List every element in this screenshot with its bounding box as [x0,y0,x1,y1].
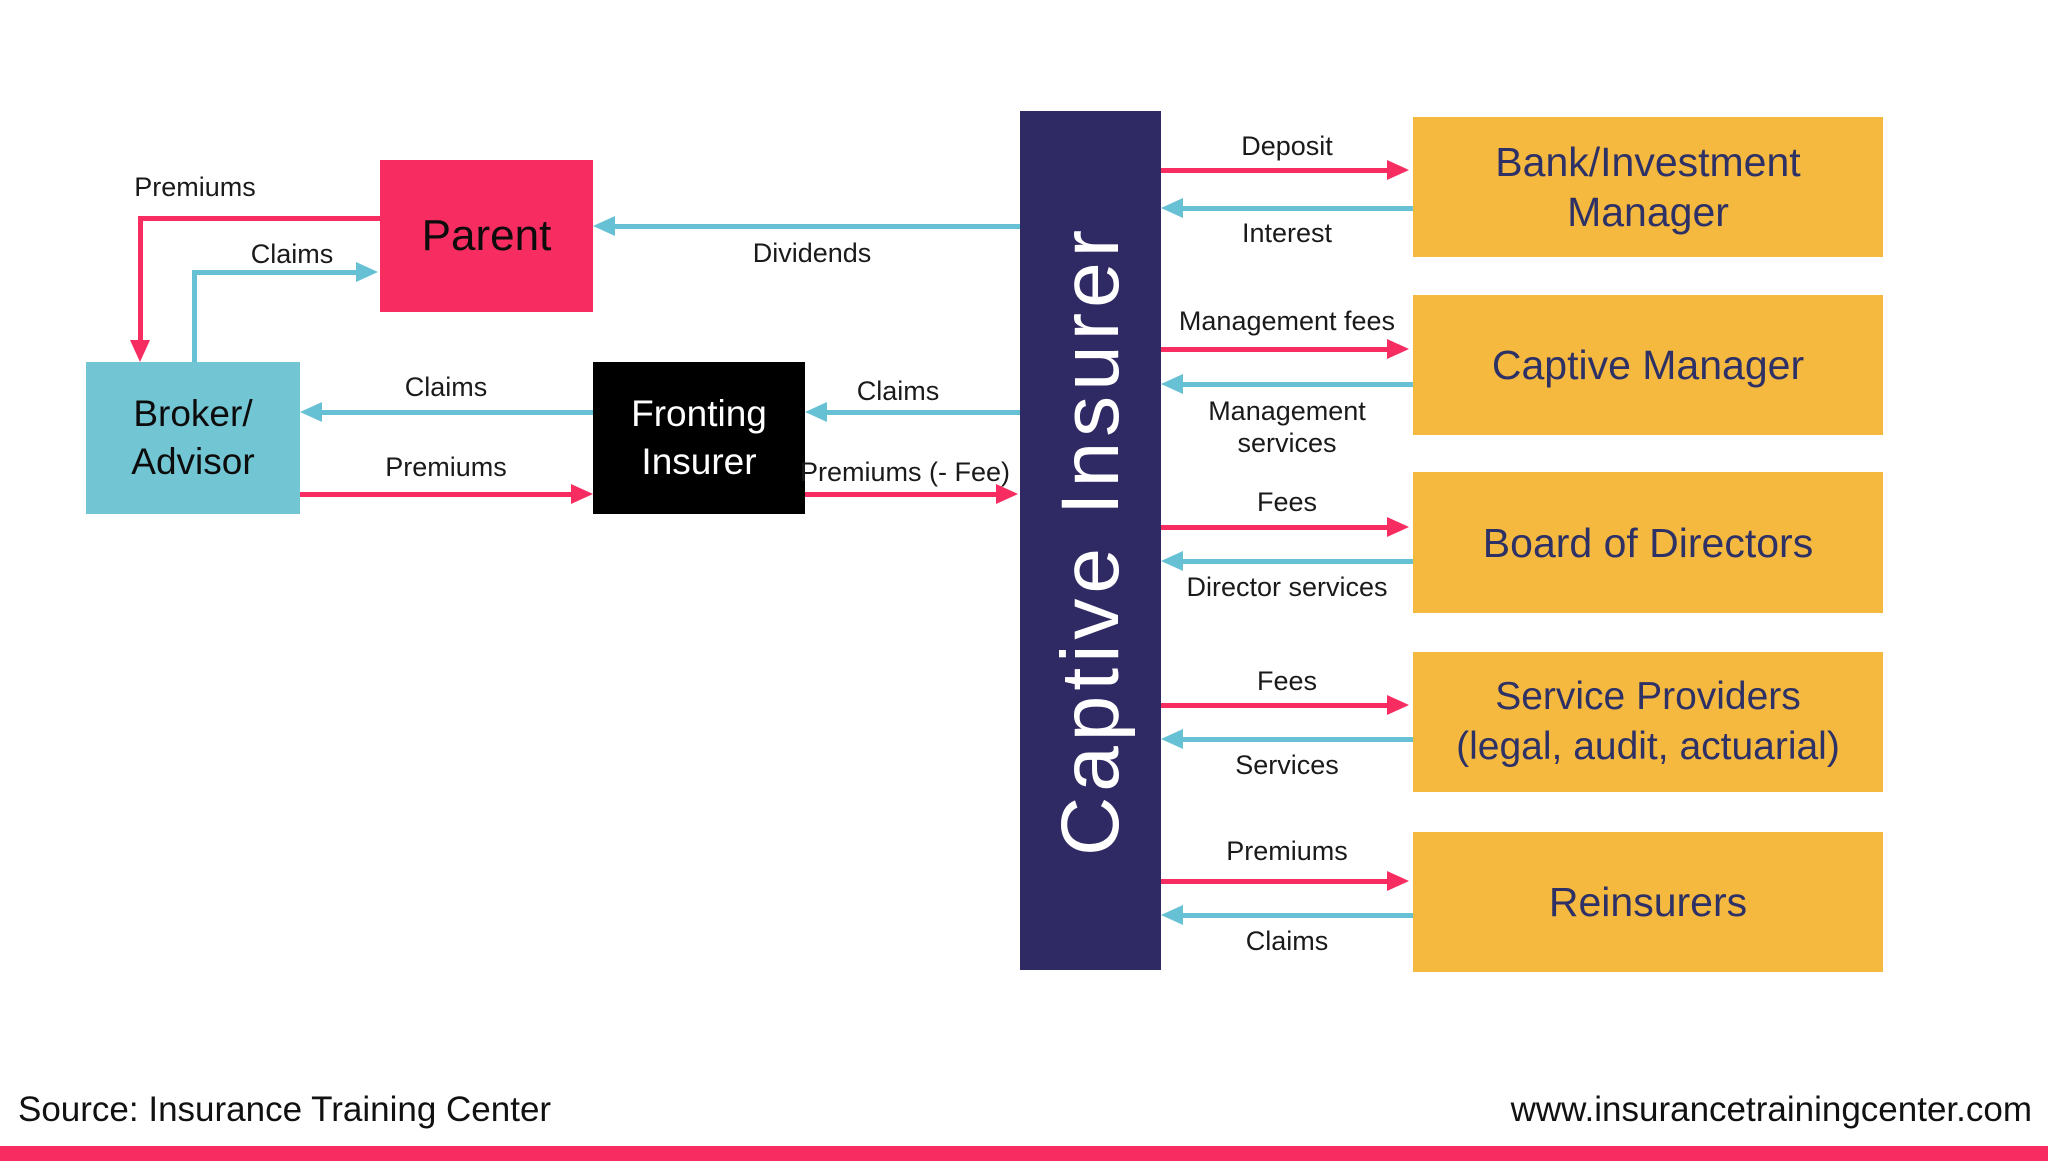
node-fronting-label-line2: Insurer [641,441,757,482]
claims-reinsurers-label: Claims [1245,926,1329,956]
deposit-label: Deposit [1241,131,1333,161]
fees-service-providers-label: Fees [1256,666,1318,696]
claims-reinsurers-arrowhead-left-icon [1161,905,1183,925]
director-services-line [1183,559,1413,564]
premiums-reinsurers-line [1161,879,1389,884]
node-bank-label-line1: Bank/Investment [1495,139,1801,185]
node-fronting-label-line1: Fronting [631,393,767,434]
dividends-line [613,224,1020,229]
fees-service-providers-arrowhead-right-icon [1387,695,1409,715]
node-parent-label: Parent [421,211,552,260]
claims-captive-fronting-line [825,410,1020,415]
premiums-broker-fronting-arrowhead-right-icon [571,484,593,504]
bottom-accent-bar [0,1146,2048,1161]
dividends-label: Dividends [752,238,872,268]
premiums-parent-broker-line-horizontal [138,216,383,221]
premiums-reinsurers-arrowhead-right-icon [1387,871,1409,891]
claims-fronting-broker-arrowhead-left-icon [300,402,322,422]
fees-board-arrowhead-right-icon [1387,517,1409,537]
director-services-arrowhead-left-icon [1161,551,1183,571]
premiums-parent-broker-arrowhead-down-icon [130,340,150,362]
claims-reinsurers-line [1183,913,1413,918]
node-captive-insurer: Captive Insurer [1020,111,1161,970]
management-services-label-line2: services [1237,428,1337,458]
claims-captive-fronting-label: Claims [856,376,940,406]
node-parent: Parent [380,160,593,312]
fees-board-line [1161,525,1389,530]
services-label: Services [1235,750,1339,780]
management-services-label-line1: Management [1208,396,1366,426]
node-broker-label-line2: Advisor [131,441,255,482]
claims-fronting-broker-line [320,410,593,415]
management-fees-label: Management fees [1178,306,1396,336]
node-captive-manager-label: Captive Manager [1491,342,1805,388]
node-service-providers: Service Providers (legal, audit, actuari… [1413,652,1883,792]
premiums-reinsurers-label: Premiums [1226,836,1348,866]
premiums-broker-fronting-label: Premiums [385,452,507,482]
footer-source-text: Source: Insurance Training Center [18,1090,552,1129]
footer-website-text: www.insurancetrainingcenter.com [1510,1090,2032,1129]
node-fronting-insurer: Fronting Insurer [593,362,805,514]
management-fees-arrowhead-right-icon [1387,339,1409,359]
premiums-broker-fronting-line [300,492,573,497]
dividends-arrowhead-left-icon [593,216,615,236]
management-services-line [1183,382,1413,387]
node-service-providers-label-line1: Service Providers [1495,675,1801,718]
node-reinsurers: Reinsurers [1413,832,1883,972]
premiums-minus-fee-label: Premiums (- Fee) [800,457,1011,487]
node-broker-advisor: Broker/ Advisor [86,362,300,514]
premiums-minus-fee-arrowhead-right-icon [996,484,1018,504]
premiums-parent-broker-label: Premiums [134,172,256,202]
claims-broker-parent-line-horizontal [192,270,358,275]
deposit-arrowhead-right-icon [1387,160,1409,180]
interest-line [1183,206,1413,211]
premiums-minus-fee-line [805,492,998,497]
fees-board-label: Fees [1256,487,1318,517]
deposit-line [1161,168,1389,173]
management-services-arrowhead-left-icon [1161,374,1183,394]
claims-captive-fronting-arrowhead-left-icon [805,402,827,422]
interest-label: Interest [1241,218,1333,248]
node-captive-manager: Captive Manager [1413,295,1883,435]
management-fees-line [1161,347,1389,352]
claims-broker-parent-label: Claims [250,239,334,269]
node-broker-label-line1: Broker/ [133,393,253,434]
node-service-providers-label-line2: (legal, audit, actuarial) [1456,725,1840,768]
node-board-label: Board of Directors [1482,519,1814,566]
claims-fronting-broker-label: Claims [404,372,488,402]
node-bank-label-line2: Manager [1567,189,1729,235]
node-reinsurers-label: Reinsurers [1548,879,1748,925]
interest-arrowhead-left-icon [1161,198,1183,218]
node-bank-investment-manager: Bank/Investment Manager [1413,117,1883,257]
premiums-parent-broker-line-vertical [138,216,143,342]
director-services-label: Director services [1186,572,1388,602]
node-board-of-directors: Board of Directors [1413,472,1883,613]
fees-service-providers-line [1161,703,1389,708]
services-arrowhead-left-icon [1161,729,1183,749]
claims-broker-parent-arrowhead-right-icon [356,262,378,282]
claims-broker-parent-line-vertical [192,270,197,362]
services-line [1183,737,1413,742]
